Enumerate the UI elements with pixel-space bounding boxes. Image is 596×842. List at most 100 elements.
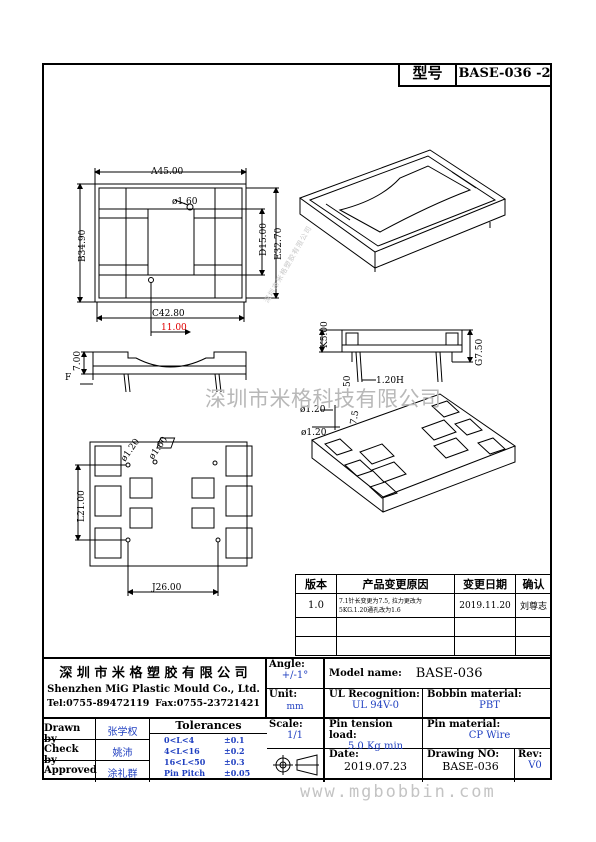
iso-bottom-view	[156, 393, 517, 513]
tolerance-row: 4<L<16 ±0.2	[164, 746, 267, 757]
rev-by: 刘尊志	[515, 593, 552, 618]
rev-value: V0	[528, 760, 542, 771]
dim-50-text: 50	[343, 375, 353, 387]
unit-value: mm	[286, 702, 304, 712]
right-side-view	[319, 329, 473, 383]
tolerance-range: Pin Pitch	[164, 768, 206, 778]
pin-material-value: CP Wire	[468, 730, 511, 741]
top-view	[77, 168, 279, 336]
company-fax: Fax:0755-23721421	[155, 698, 260, 709]
tolerance-value: ±0.05	[224, 768, 251, 778]
tolerance-range: 4<L<16	[164, 746, 200, 756]
rev-version	[295, 617, 337, 637]
dim-e-text: E32.70	[274, 227, 284, 260]
drawing-no-cell: Drawing NO: BASE-036	[423, 749, 515, 782]
drawn-by-value: 张学权	[96, 719, 150, 740]
drawing-no-label: Drawing NO:	[427, 749, 500, 760]
model-name-cell: Model name: BASE-036	[325, 659, 552, 689]
scale-label: Scale:	[269, 719, 303, 730]
rev-reason-line1: 7.1针长变更为7.5, 拉力更改为	[339, 597, 422, 605]
ul-value: UL 94V-0	[351, 700, 400, 711]
table-row: 1.0 7.1针长变更为7.5, 拉力更改为 5KG.1.20通孔改为1.6 2…	[295, 593, 552, 618]
angle-label: Angle:	[269, 659, 305, 670]
date-cell: Date: 2019.07.23	[325, 749, 423, 782]
pin-tension-label: Pin tension load:	[329, 719, 393, 741]
date-label: Date:	[329, 749, 359, 760]
iso-top-view	[298, 149, 507, 272]
bobbin-cell: Bobbin material: PBT	[423, 689, 552, 719]
hole-top-text: ø1.60	[172, 197, 198, 207]
check-by-label: Check by	[42, 740, 96, 766]
dim-f-label: F	[65, 373, 71, 383]
dim-j-text: J26.00	[151, 583, 182, 593]
company-cell: 深 圳 市 米 格 塑 胶 有 限 公 司 Shenzhen MiG Plast…	[42, 659, 267, 719]
check-by-value: 姚沛	[96, 740, 150, 761]
dim-d-text: D15.00	[259, 223, 269, 256]
model-name-value: BASE-036	[415, 666, 483, 681]
dim-side-text: 7.00	[73, 351, 83, 371]
rev-col-confirm: 确认	[515, 574, 552, 594]
rev-date	[454, 636, 516, 656]
revision-header-row: 版本 产品变更原因 变更日期 确认	[295, 574, 552, 594]
rev-col-reason: 产品变更原因	[336, 574, 455, 594]
dim-g-text: G7.50	[475, 338, 485, 366]
rev-label: Rev:	[518, 749, 543, 760]
rev-reason	[336, 617, 455, 637]
title-block: 深 圳 市 米 格 塑 胶 有 限 公 司 Shenzhen MiG Plast…	[42, 657, 552, 782]
angle-cell: Angle: +/-1°	[267, 659, 325, 689]
date-value: 2019.07.23	[344, 760, 407, 773]
rev-date: 2019.11.20	[454, 593, 516, 618]
hole1-text: ø1.20	[119, 437, 142, 464]
drawn-by-label: Drawn by	[42, 719, 96, 745]
scale-cell: Scale: 1/1	[267, 719, 325, 749]
projection-symbol	[267, 749, 325, 782]
rev-reason: 7.1针长变更为7.5, 拉力更改为 5KG.1.20通孔改为1.6	[336, 593, 455, 618]
drawing-border	[42, 63, 552, 780]
tolerances-title: Tolerances	[150, 719, 267, 734]
bottom-view	[75, 441, 253, 596]
dim-a-text: A45.00	[150, 167, 184, 177]
tolerance-range: 16<L<50	[164, 757, 206, 767]
side-view	[80, 351, 247, 393]
rev-by	[515, 636, 552, 656]
rev-version: 1.0	[295, 593, 337, 618]
rev-version	[295, 636, 337, 656]
company-tel: Tel:0755-89472119	[47, 698, 150, 709]
rev-cell: Rev: V0	[515, 749, 552, 782]
tolerance-list: 0<L<4 ±0.1 4<L<16 ±0.2 16<L<50 ±0.3 Pin …	[150, 735, 267, 779]
angle-value: +/-1°	[281, 670, 309, 681]
tolerance-row: 16<L<50 ±0.3	[164, 757, 267, 768]
pin-tension-cell: Pin tension load: 5.0 Kg min	[325, 719, 423, 752]
bobbin-label: Bobbin material:	[427, 689, 522, 700]
pin-h-text: 1.20H	[376, 376, 404, 386]
pin-tension-value: 5.0 Kg min	[347, 741, 404, 752]
bobbin-value: PBT	[479, 700, 500, 711]
rev-col-date: 变更日期	[454, 574, 516, 594]
pin-len-text: 7.5	[349, 409, 361, 425]
model-value: BASE-036 -2	[458, 66, 551, 81]
rev-col-version: 版本	[295, 574, 337, 594]
model-header: 型号 BASE-036 -2	[398, 63, 552, 87]
company-name-en: Shenzhen MiG Plastic Mould Co., Ltd.	[47, 684, 260, 695]
pin1-text: ø1.20	[301, 428, 327, 438]
rev-reason	[336, 636, 455, 656]
website-watermark: www.mgbobbin.com	[300, 782, 496, 802]
pin2-text: ø1.20	[300, 405, 326, 415]
rev-reason-line2: 5KG.1.20通孔改为1.6	[339, 606, 401, 614]
rev-by	[515, 617, 552, 637]
pin-material-label: Pin material:	[427, 719, 501, 730]
unit-label: Unit:	[269, 689, 298, 700]
table-row	[295, 617, 552, 637]
company-name-cn: 深 圳 市 米 格 塑 胶 有 限 公 司	[59, 666, 248, 681]
unit-cell: Unit: mm	[267, 689, 325, 719]
tolerance-row: 0<L<4 ±0.1	[164, 735, 267, 746]
company-contact: Tel:0755-89472119 Fax:0755-23721421	[47, 698, 260, 709]
table-row	[295, 636, 552, 656]
dim-l-text: L21.00	[77, 490, 87, 522]
tolerance-value: ±0.1	[224, 735, 245, 745]
projection-icon	[273, 754, 319, 776]
dim-k-val: K5.00	[320, 321, 330, 348]
dim-red-text: 11.00	[161, 323, 187, 333]
ul-cell: UL Recognition: UL 94V-0	[325, 689, 423, 719]
